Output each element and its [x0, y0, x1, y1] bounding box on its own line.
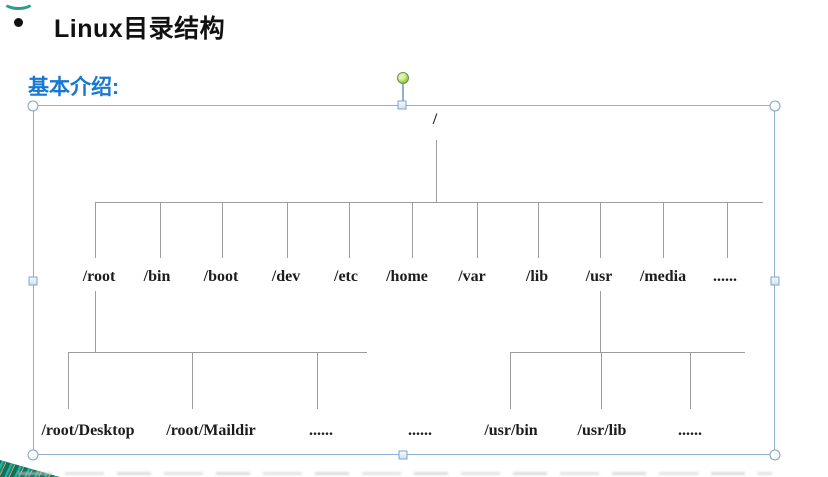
selection-handle-bottom-left[interactable] [27, 449, 39, 461]
selection-handle-top-middle[interactable] [397, 100, 407, 110]
dir-label: ...... [678, 422, 702, 439]
connector-line [510, 353, 512, 409]
dir-label: /var [458, 268, 486, 285]
selection-handle-top-right[interactable] [769, 100, 781, 112]
connector-line [412, 203, 414, 258]
connector-line [160, 203, 162, 258]
template-arc-decoration [2, 0, 35, 10]
dir-label-root: / [432, 111, 438, 128]
rotation-handle-stem [402, 84, 404, 105]
dir-label: /usr [585, 268, 613, 285]
selection-handle-middle-left[interactable] [28, 276, 38, 286]
slide-title: Linux目录结构 [54, 15, 226, 43]
dir-label: /home [386, 268, 428, 285]
connector-line [436, 140, 438, 203]
dir-label: /usr/lib [577, 422, 627, 439]
cropped-next-line-text [18, 472, 772, 475]
selection-handle-bottom-middle[interactable] [398, 450, 408, 460]
connector-line [663, 203, 665, 258]
connector-line [192, 353, 194, 409]
selection-handle-top-left[interactable] [27, 100, 39, 112]
dir-label: /dev [271, 268, 301, 285]
dir-label: /root/Maildir [166, 422, 256, 439]
selection-handle-bottom-right[interactable] [769, 449, 781, 461]
connector-line [510, 352, 745, 354]
connector-line [95, 291, 97, 352]
dir-label: ...... [309, 422, 333, 439]
connector-line [727, 203, 729, 258]
dir-label: /lib [525, 268, 549, 285]
connector-line [349, 203, 351, 258]
connector-line [477, 203, 479, 258]
selection-handle-middle-right[interactable] [770, 276, 780, 286]
connector-line [68, 353, 70, 409]
connector-line [538, 203, 540, 258]
rotation-handle[interactable] [397, 72, 409, 84]
connector-line [287, 203, 289, 258]
connector-line [600, 291, 602, 352]
dir-label: /media [639, 268, 687, 285]
dir-label: /boot [203, 268, 239, 285]
connector-line [317, 353, 319, 409]
connector-line [690, 353, 692, 409]
connector-line [600, 203, 602, 258]
dir-label: /root [82, 268, 116, 285]
connector-line [68, 352, 367, 354]
bullet-icon [14, 18, 23, 27]
connector-line [95, 202, 763, 204]
dir-label: ...... [713, 268, 737, 285]
connector-line [95, 203, 97, 258]
dir-label: ...... [408, 422, 432, 439]
dir-label: /etc [334, 268, 358, 285]
dir-label: /bin [143, 268, 171, 285]
section-label: 基本介绍: [28, 76, 119, 99]
dir-label: /root/Desktop [41, 422, 135, 439]
dir-label: /usr/bin [484, 422, 538, 439]
connector-line [222, 203, 224, 258]
connector-line [601, 353, 603, 409]
